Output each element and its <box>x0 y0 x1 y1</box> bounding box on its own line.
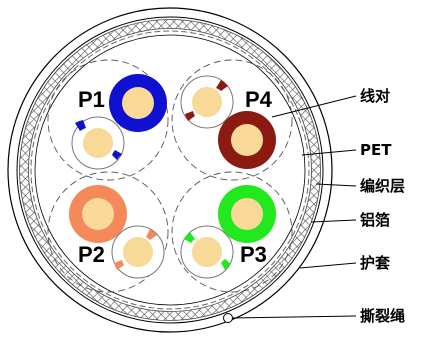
pair-p3 <box>180 185 276 279</box>
pair-p1 <box>71 74 167 170</box>
pair-p4 <box>180 75 276 169</box>
leader-ripcord <box>231 315 357 319</box>
pair-label-p2: P2 <box>78 242 105 267</box>
pair-label-p4: P4 <box>245 87 273 112</box>
pair-p2 <box>69 185 165 279</box>
pair-boundary-p2 <box>47 171 169 293</box>
pair-boundary-p4 <box>171 59 293 181</box>
foil-layer <box>30 30 310 310</box>
leader-jacket <box>299 262 357 269</box>
pair-boundary-p1 <box>47 59 169 181</box>
pair-label-p1: P1 <box>78 87 105 112</box>
leader-pet <box>301 149 357 156</box>
pair-boundary-p3 <box>171 171 293 293</box>
callout-foil: 铝箔 <box>360 211 390 229</box>
jacket-outer <box>7 7 333 333</box>
leader-braid <box>315 183 357 187</box>
ripcord <box>223 313 233 323</box>
braid-layer <box>19 19 321 321</box>
leader-foil <box>310 219 357 223</box>
callout-pair: 线对 <box>360 87 390 105</box>
pair-label-p3: P3 <box>240 242 267 267</box>
pet-layer <box>34 34 306 306</box>
jacket-inner <box>16 16 324 324</box>
callout-ripcord: 撕裂绳 <box>360 307 405 325</box>
leader-pair <box>271 95 357 118</box>
callout-pet: PET <box>360 141 392 159</box>
callout-jacket: 护套 <box>360 254 391 272</box>
callout-braid: 编织层 <box>360 177 405 195</box>
